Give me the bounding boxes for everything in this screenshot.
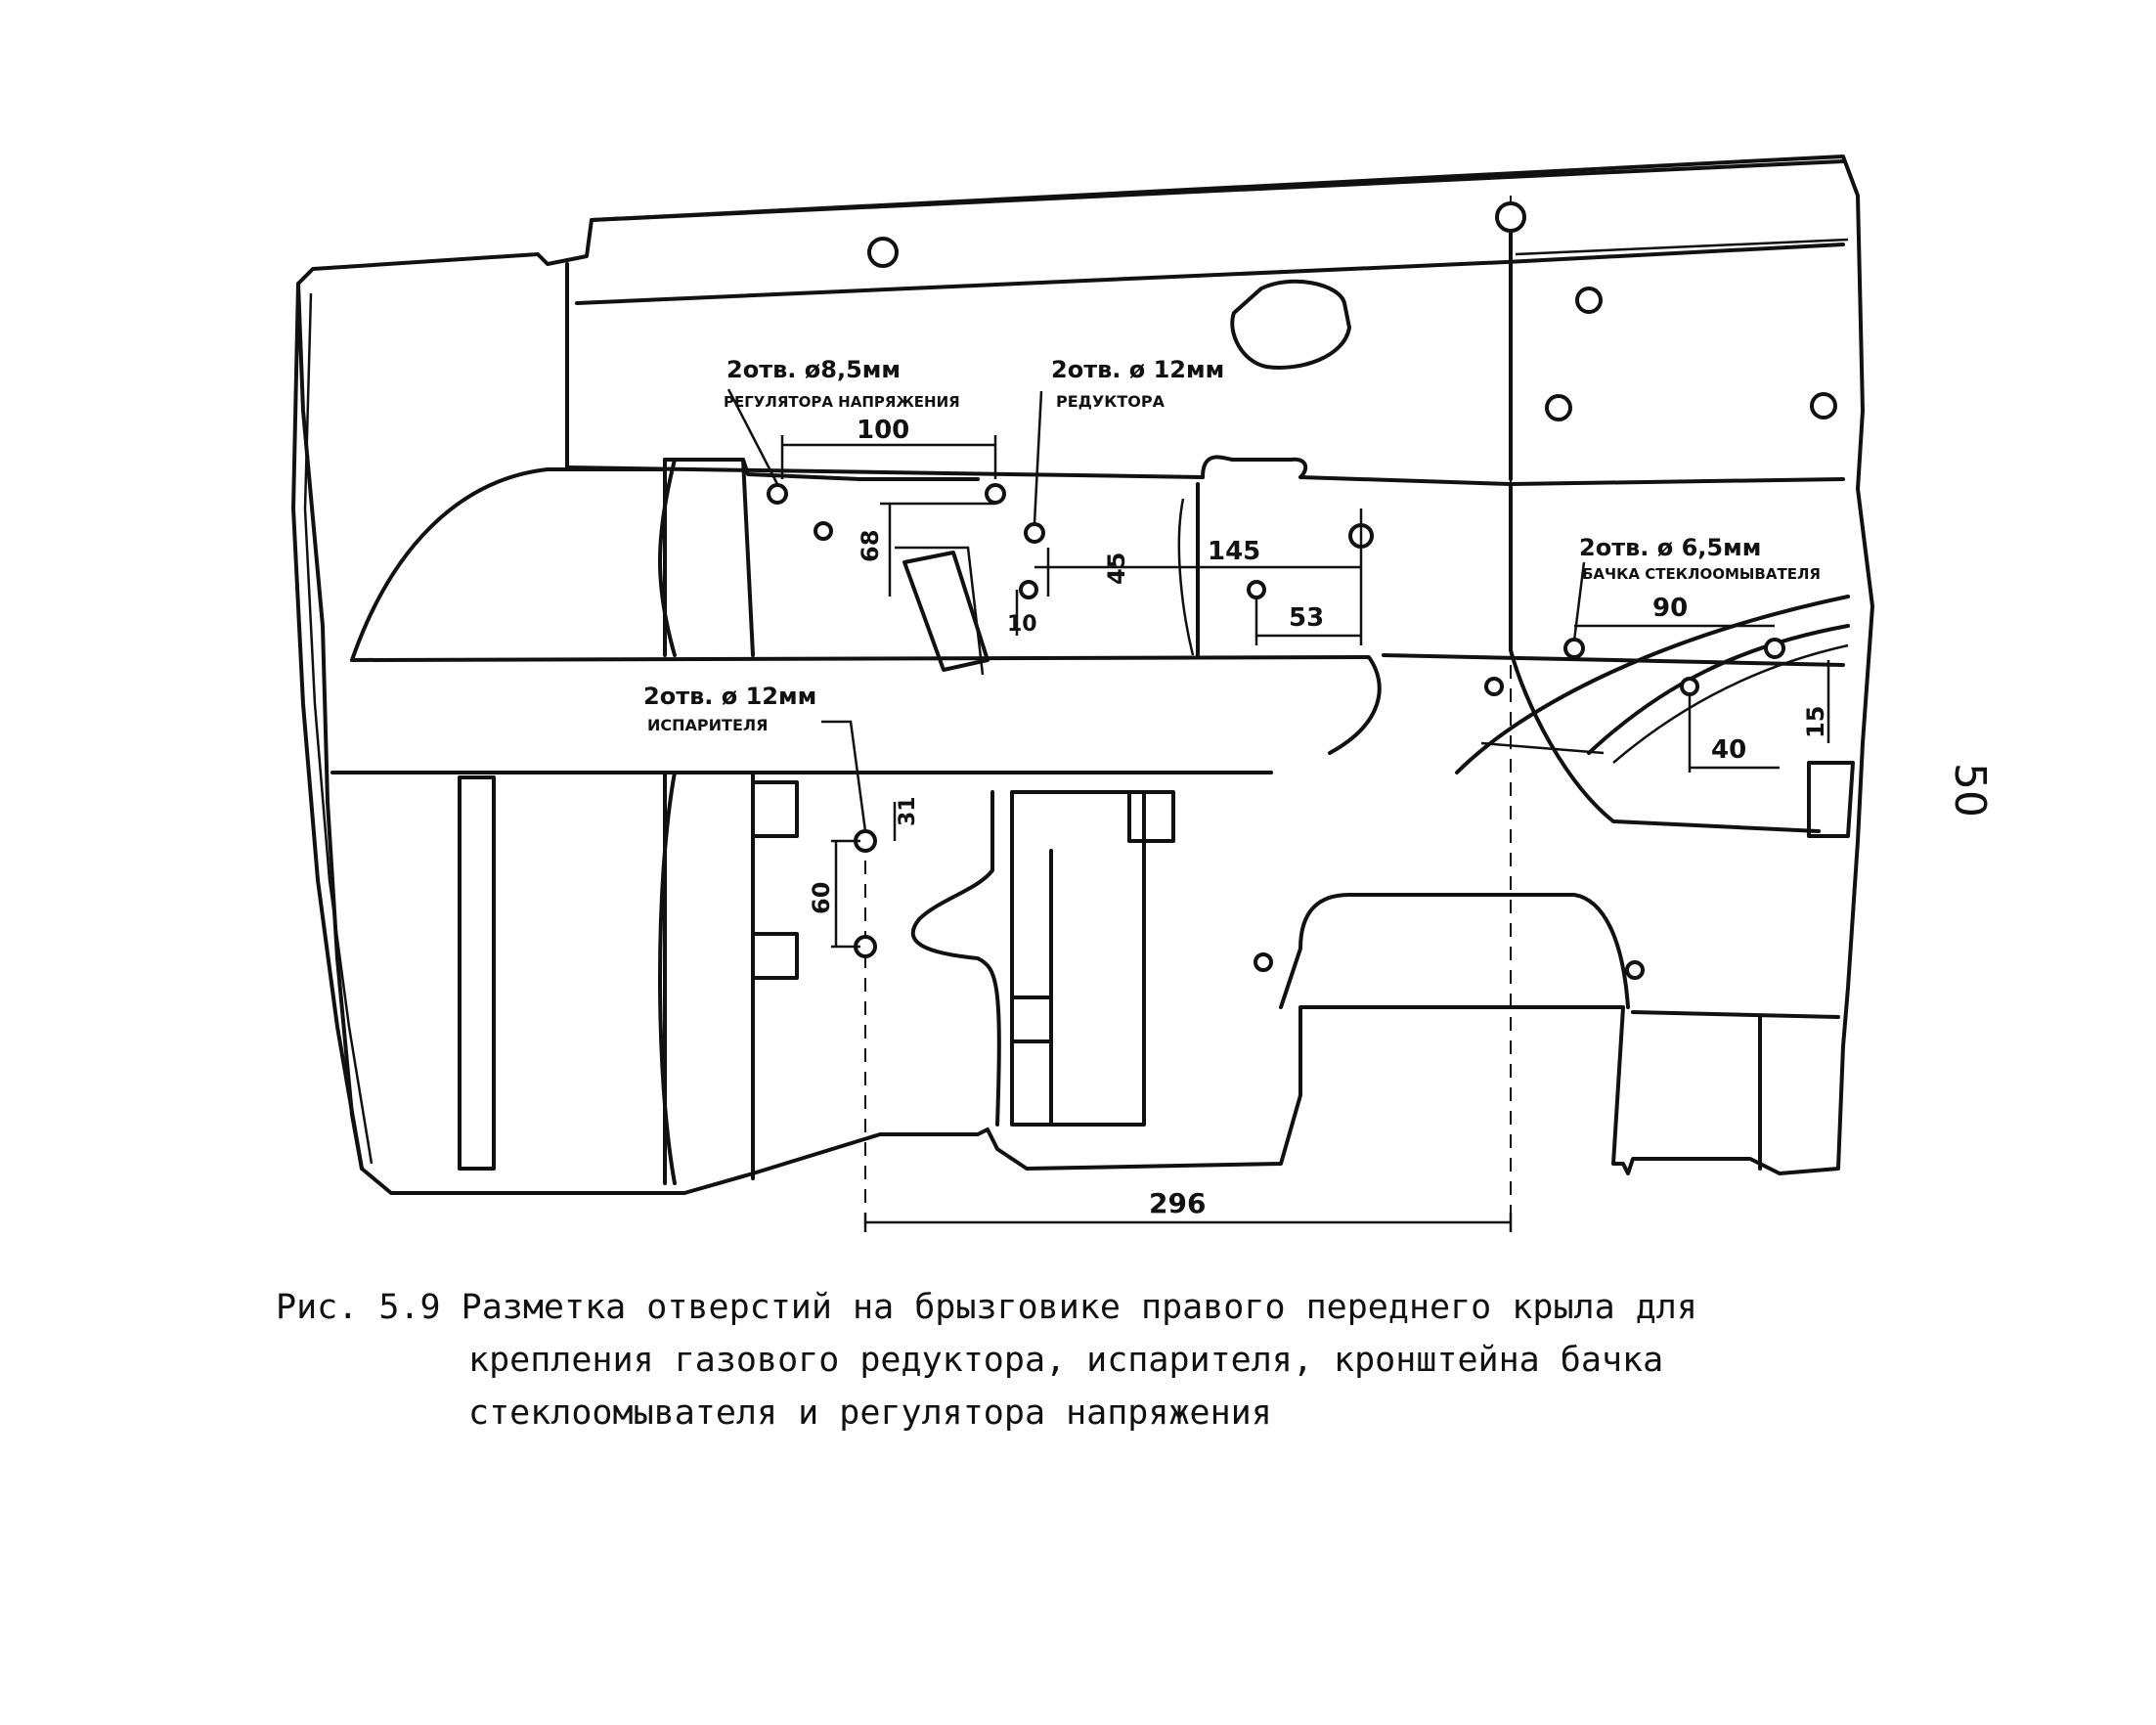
label-washer-name: БАЧКА СТЕКЛООМЫВАТЕЛЯ: [1582, 565, 1821, 583]
dim-40: 40: [1711, 735, 1746, 765]
caption-line-1: Рис. 5.9 Разметка отверстий на брызговик…: [276, 1288, 1697, 1327]
dim-68: 68: [857, 530, 884, 562]
dim-145: 145: [1208, 537, 1260, 566]
lamp-edge: [291, 282, 364, 1171]
dim-31: 31: [896, 796, 920, 826]
label-evaporator-name: ИСПАРИТЕЛЯ: [647, 716, 768, 734]
dim-45: 45: [1103, 553, 1130, 585]
label-regulator-holes: 2отв. ø8,5мм: [726, 356, 901, 383]
dim-15: 15: [1802, 706, 1829, 738]
dim-90: 90: [1652, 594, 1688, 623]
dim-53: 53: [1289, 603, 1324, 633]
label-evaporator-holes: 2отв. ø 12мм: [643, 683, 816, 710]
page-number: 50: [1945, 763, 1995, 818]
cylinder: [658, 458, 755, 657]
dim-60: 60: [808, 882, 835, 914]
label-reducer-holes: 2отв. ø 12мм: [1051, 356, 1224, 383]
dim-10: 10: [1007, 612, 1037, 637]
figure-caption: Рис. 5.9 Разметка отверстий на брызговик…: [276, 1281, 1742, 1439]
dim-100: 100: [857, 416, 909, 445]
label-washer-holes: 2отв. ø 6,5мм: [1579, 534, 1761, 561]
dim-296: 296: [1149, 1187, 1206, 1219]
caption-line-2: крепления газового редуктора, испарителя…: [468, 1341, 1664, 1380]
bracket: [902, 551, 990, 672]
label-regulator-name: РЕГУЛЯТОРА НАПРЯЖЕНИЯ: [724, 393, 960, 411]
label-reducer-name: РЕДУКТОРА: [1056, 392, 1166, 411]
caption-line-3: стеклоомывателя и регулятора напряжения: [468, 1393, 1272, 1433]
shield-outline: [296, 155, 1874, 1195]
hole: [867, 237, 899, 268]
